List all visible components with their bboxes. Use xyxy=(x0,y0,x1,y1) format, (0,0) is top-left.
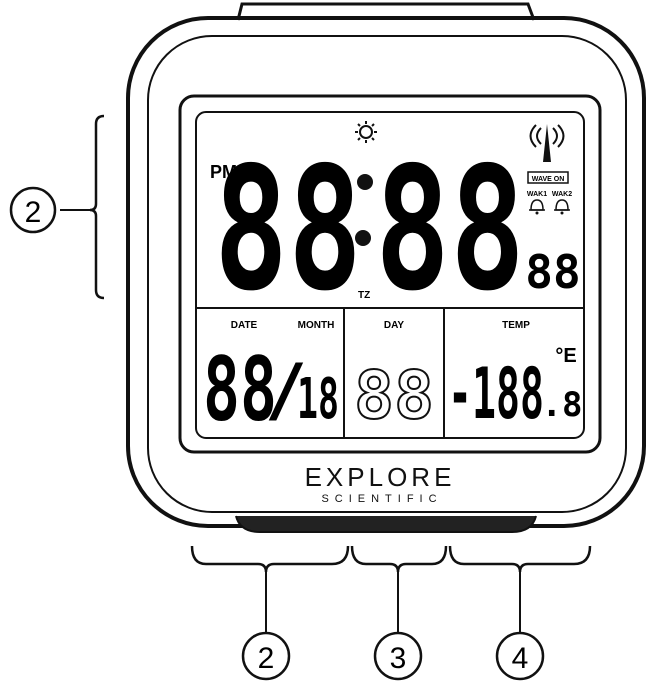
wave-on-box xyxy=(527,171,569,184)
case-bottom-base xyxy=(235,515,537,533)
alarm-1-label: WAK1 xyxy=(527,191,547,198)
colon-dot-top xyxy=(357,174,373,190)
timezone-marker: TZ xyxy=(358,290,370,301)
month-value-digits: 18 xyxy=(297,367,339,432)
callout-circle-day xyxy=(373,631,423,681)
bottom-bracket-temp xyxy=(448,545,592,573)
alarm-bell-icon xyxy=(529,199,545,215)
lcd-screen xyxy=(195,111,585,439)
temp-decimal-digit: .8 xyxy=(542,385,583,425)
time-minutes-digits: 88 xyxy=(375,131,525,329)
day-value-digits: 88 xyxy=(354,357,434,434)
lcd-frame xyxy=(178,94,602,454)
callout-number-date: 2 xyxy=(258,642,275,675)
wave-on-label: WAVE ON xyxy=(532,176,565,183)
callout-number-left: 2 xyxy=(25,196,42,229)
temp-value-digits: -188 xyxy=(448,353,544,435)
colon-dot-bottom xyxy=(355,230,371,246)
date-label: DATE xyxy=(231,320,258,331)
callout-circle-left xyxy=(9,186,57,234)
pm-indicator: PM xyxy=(210,162,237,182)
alarm-2-label: WAK2 xyxy=(552,191,572,198)
radio-tower-icon xyxy=(529,124,565,162)
bottom-bracket-date xyxy=(190,545,350,573)
case-top-bump xyxy=(236,2,536,21)
day-label: DAY xyxy=(384,320,405,331)
left-bracket xyxy=(89,114,105,300)
bottom-bracket-day xyxy=(350,545,448,573)
date-value-digits: 88 xyxy=(203,338,277,441)
clock-case-inner xyxy=(147,35,627,513)
brand-subtitle: SCIENTIFIC xyxy=(321,493,442,505)
temp-unit: °E xyxy=(555,345,576,367)
alarm-bell-icon xyxy=(554,199,570,215)
time-seconds-digits: 88 xyxy=(525,245,580,299)
time-hours-digits: 88 xyxy=(214,131,362,329)
month-label: MONTH xyxy=(298,320,335,331)
sun-icon xyxy=(355,121,377,143)
date-month-slash: / xyxy=(265,349,307,431)
temp-label: TEMP xyxy=(502,320,530,331)
brand-name: EXPLORE xyxy=(305,462,456,492)
callout-circle-date xyxy=(241,631,291,681)
callout-number-temp: 4 xyxy=(512,642,529,675)
callout-circle-temp xyxy=(495,631,545,681)
callout-number-day: 3 xyxy=(390,642,407,675)
